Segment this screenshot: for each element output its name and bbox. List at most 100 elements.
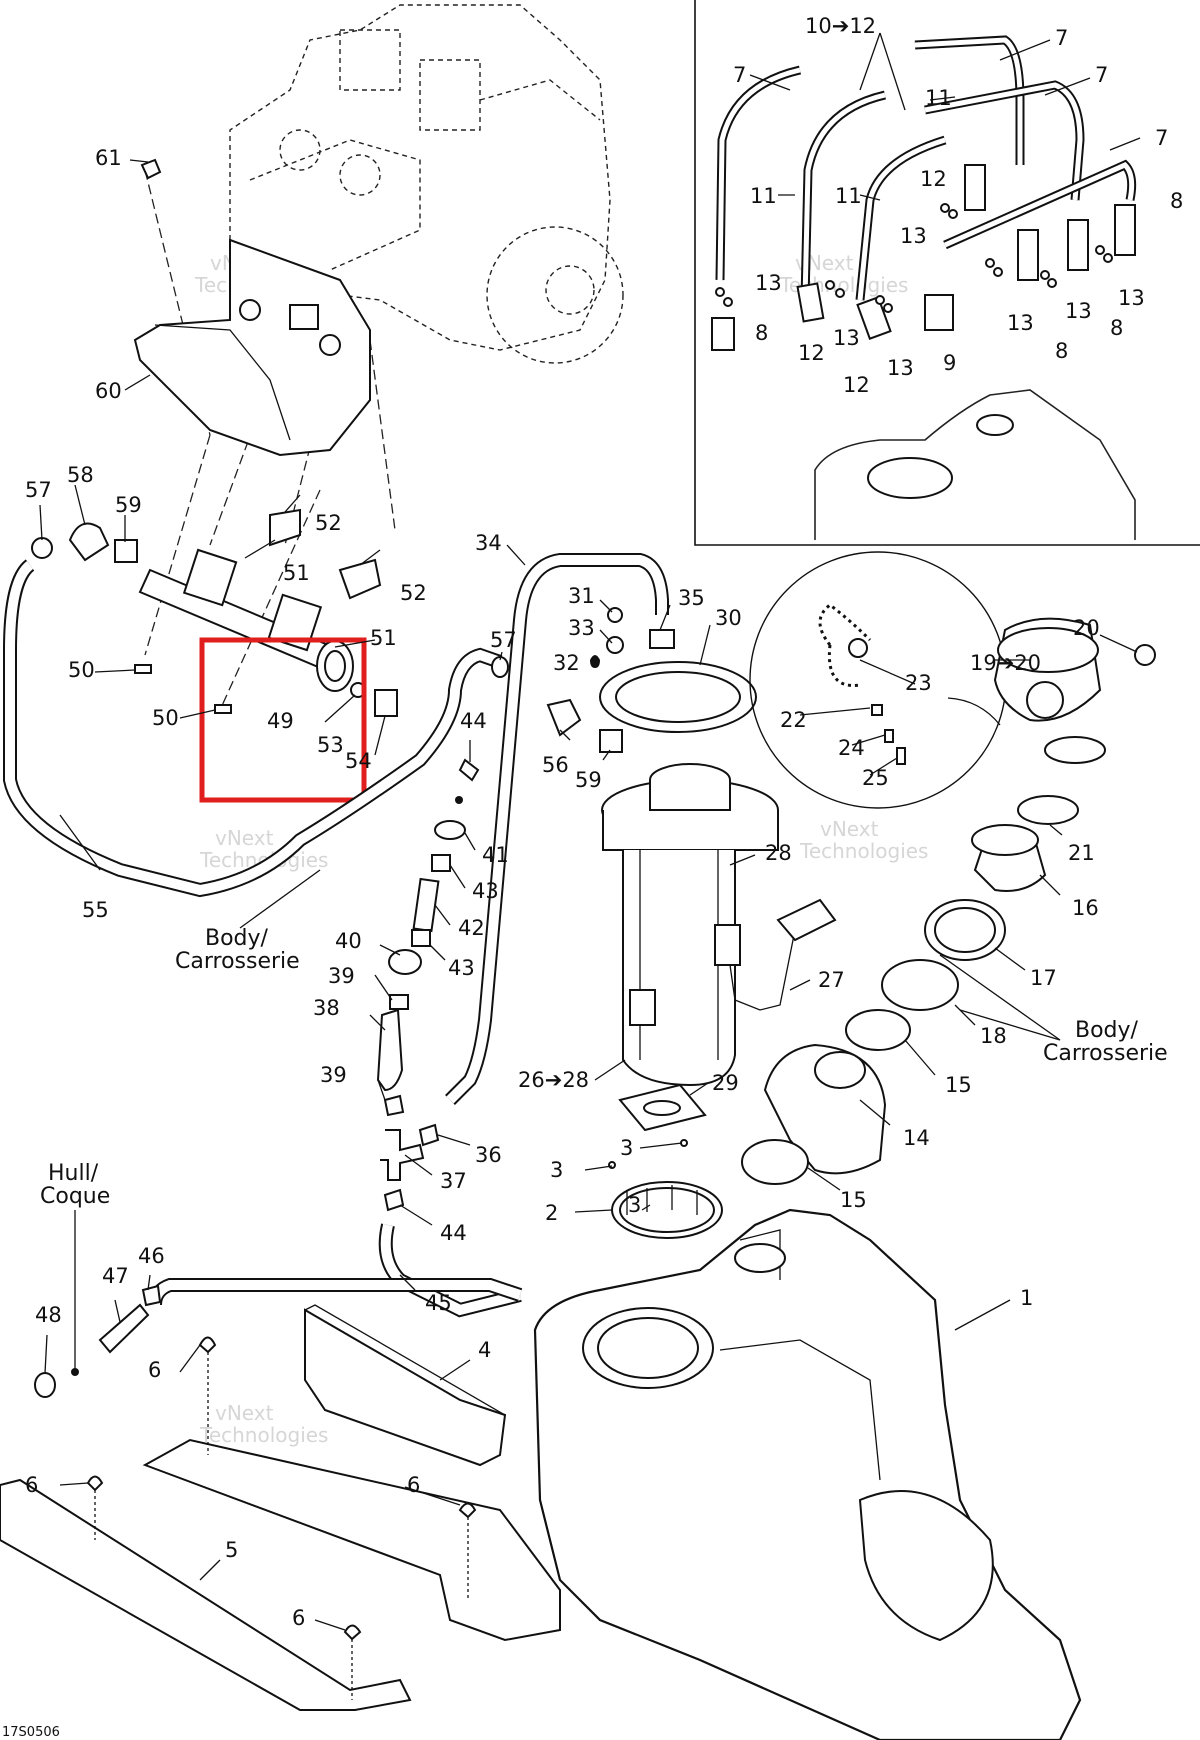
washer-24 — [884, 729, 894, 743]
callout: 51 — [283, 561, 310, 585]
callout: 23 — [905, 671, 932, 695]
body-label-left: Body/ — [205, 926, 269, 951]
callout: 39 — [320, 1063, 347, 1087]
callout: 42 — [458, 916, 485, 940]
seal-22 — [871, 704, 883, 716]
callout: 29 — [712, 1071, 739, 1095]
callout: 51 — [370, 626, 397, 650]
callout: 6 — [25, 1473, 38, 1497]
callout: 45 — [425, 1291, 452, 1315]
callout: 7 — [1095, 63, 1108, 87]
location-labels: Body/ Carrosserie Body/ Carrosserie Hull… — [40, 869, 1168, 1209]
float-27 — [776, 898, 837, 942]
body-label-left: Carrosserie — [175, 949, 300, 974]
connector-59 — [599, 729, 623, 753]
callout: 44 — [460, 709, 487, 733]
callout: 3 — [628, 1193, 641, 1217]
callout: 7 — [1155, 126, 1168, 150]
clamp-57 — [491, 656, 509, 678]
elbow-58 — [68, 522, 110, 562]
screw-50 — [214, 704, 232, 714]
callout: 48 — [35, 1303, 62, 1327]
callout: 11 — [750, 184, 777, 208]
clamp-43 — [431, 854, 451, 872]
filter-47 — [98, 1303, 150, 1354]
plug-48 — [34, 1372, 56, 1398]
leader-lines — [39, 159, 1138, 1631]
elbow-44 — [458, 758, 480, 782]
callout: 22 — [780, 708, 807, 732]
callout: 7 — [1055, 26, 1068, 50]
watermark-text: Technologies — [799, 839, 928, 863]
fitting-54 — [374, 689, 398, 717]
callout: 8 — [1170, 189, 1183, 213]
hose-38 — [376, 1008, 404, 1092]
engine-outline — [229, 4, 624, 364]
callout: 53 — [317, 733, 344, 757]
locking-ring-2 — [608, 1139, 723, 1239]
callout: 57 — [490, 628, 517, 652]
callout: 54 — [345, 749, 372, 773]
callout: 58 — [67, 463, 94, 487]
inset-strap-detail — [694, 0, 1200, 546]
callout: 13 — [1065, 299, 1092, 323]
callout: 57 — [25, 478, 52, 502]
callout: 25 — [862, 766, 889, 790]
fastener-6 — [458, 1502, 477, 1519]
callout: 60 — [95, 379, 122, 403]
panels-group — [0, 1304, 561, 1711]
callout: 13 — [1007, 311, 1034, 335]
fitting-56 — [546, 698, 582, 737]
callout: 20 — [1073, 616, 1100, 640]
callout: 12 — [843, 373, 870, 397]
callout: 35 — [678, 586, 705, 610]
callout: 11 — [835, 184, 862, 208]
clip-35 — [649, 629, 675, 649]
callout-numbers: 10➔12 7 7 7 7 11 11 11 12 12 12 13 13 13… — [25, 14, 1183, 1630]
clamp-44 — [383, 1188, 405, 1212]
valve-40 — [388, 949, 422, 975]
pump-28 — [622, 850, 736, 1087]
callout: 4 — [478, 1338, 491, 1362]
callout: 13 — [887, 356, 914, 380]
callout: 34 — [475, 531, 502, 555]
callout: 6 — [292, 1606, 305, 1630]
injector-52 — [338, 558, 382, 600]
clamp-36 — [418, 1123, 440, 1147]
gasket-21 — [1017, 795, 1079, 825]
fuel-tank-1 — [533, 1208, 1082, 1740]
callout: 8 — [1055, 339, 1068, 363]
callout: 41 — [482, 843, 509, 867]
clamp-39 — [383, 1094, 405, 1117]
panel-5 — [0, 1478, 412, 1711]
watermark-text: vNext — [820, 817, 879, 841]
callout: 6 — [407, 1473, 420, 1497]
clip-61 — [140, 158, 162, 180]
drop-32 — [590, 655, 600, 668]
callout: 59 — [115, 493, 142, 517]
callout: 13 — [755, 271, 782, 295]
callout: 50 — [68, 658, 95, 682]
injector-52 — [269, 508, 301, 547]
callout: 18 — [980, 1024, 1007, 1048]
fuel-pump-module — [546, 607, 837, 1132]
cap-insert-20 — [1134, 644, 1156, 666]
callout: 36 — [475, 1143, 502, 1167]
body-label-right: Carrosserie — [1043, 1041, 1168, 1066]
panel-4 — [304, 1308, 507, 1467]
screw-50 — [134, 664, 152, 674]
hull-label: Hull/ — [48, 1161, 99, 1186]
callout: 32 — [553, 651, 580, 675]
clamp-15 — [741, 1139, 809, 1185]
callout: 13 — [900, 224, 927, 248]
callout: 17 — [1030, 966, 1057, 990]
callout: 15 — [945, 1073, 972, 1097]
connector-42 — [412, 877, 440, 933]
vent-line-parts — [34, 758, 523, 1398]
callout: 12 — [920, 167, 947, 191]
connector-59 — [114, 539, 138, 563]
callout: 2 — [545, 1201, 558, 1225]
heat-shield-60 — [133, 158, 371, 457]
callout: 16 — [1072, 896, 1099, 920]
callout: 6 — [148, 1358, 161, 1382]
